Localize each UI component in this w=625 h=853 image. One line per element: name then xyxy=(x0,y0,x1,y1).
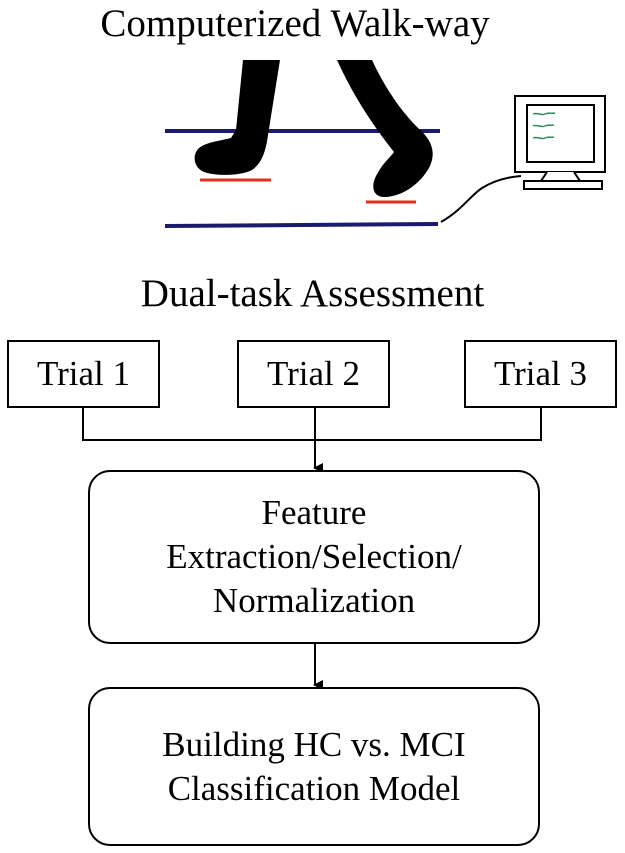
trial-3-label: Trial 3 xyxy=(493,354,588,393)
walkway-cable xyxy=(440,175,522,223)
trial-2-label: Trial 2 xyxy=(266,354,361,393)
classification-model-box: Building HC vs. MCI Classification Model xyxy=(88,687,540,846)
model-line-2: Classification Model xyxy=(167,768,461,808)
trial-3-box: Trial 3 xyxy=(464,340,617,408)
walkway-illustration xyxy=(164,60,606,228)
feature-extraction-box: Feature Extraction/Selection/ Normalizat… xyxy=(88,470,540,644)
computer-icon xyxy=(514,95,606,190)
model-line-1: Building HC vs. MCI xyxy=(162,724,466,764)
left-foot-icon xyxy=(194,60,280,175)
feature-line-1: Feature xyxy=(261,493,367,532)
walkway-title: Computerized Walk-way xyxy=(100,2,490,45)
feature-line-2: Extraction/Selection/ xyxy=(166,537,462,576)
assessment-title: Dual-task Assessment xyxy=(140,272,485,315)
walkway-bottom-rail xyxy=(164,222,439,228)
trial-1-box: Trial 1 xyxy=(7,340,160,408)
trial-1-label: Trial 1 xyxy=(36,354,131,393)
trial-2-box: Trial 2 xyxy=(237,340,390,408)
right-foot-icon xyxy=(337,60,433,198)
feature-line-3: Normalization xyxy=(212,581,416,620)
